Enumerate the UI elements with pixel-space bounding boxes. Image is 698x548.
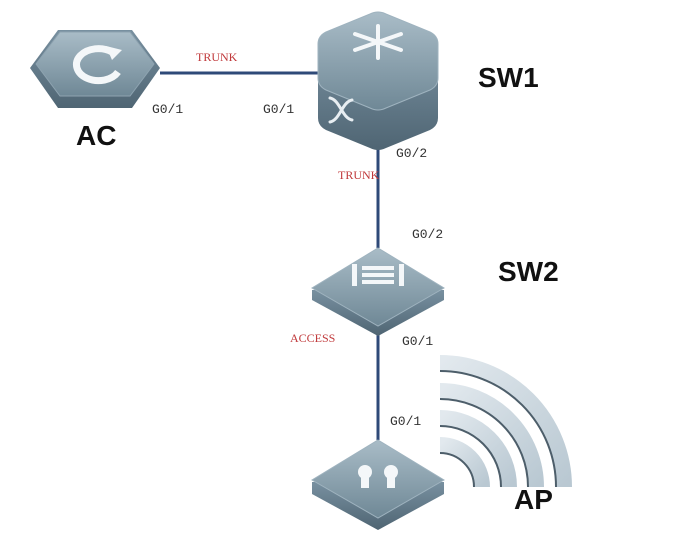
wifi-arc-1	[439, 437, 490, 488]
link-ac-sw1-mode: TRUNK	[196, 50, 238, 64]
ap-port-label: G0/1	[390, 414, 422, 429]
sw1-device[interactable]	[317, 11, 439, 150]
crossover-icon	[328, 96, 354, 124]
wifi-arc-3	[439, 383, 544, 488]
access-point-icon	[358, 465, 398, 488]
ac-device[interactable]	[30, 30, 160, 108]
ap-device[interactable]	[311, 439, 445, 530]
ap-label: AP	[514, 484, 553, 515]
access-switch-icon	[352, 264, 404, 286]
wifi-arc-2	[439, 410, 517, 488]
sw2-port-g02-label: G0/2	[412, 227, 444, 242]
ap-top	[311, 439, 445, 519]
sw1-top	[317, 11, 439, 111]
link-sw1-sw2-mode: TRUNK	[338, 168, 380, 182]
ac-hexagon-top	[35, 31, 155, 97]
sw1-port-g01-label: G0/1	[263, 102, 295, 117]
wifi-arc-4	[439, 355, 572, 488]
sw2-label: SW2	[498, 256, 559, 287]
sw1-port-g02-label: G0/2	[396, 146, 428, 161]
sw2-top	[311, 247, 445, 327]
link-sw2-ap-mode: ACCESS	[290, 331, 336, 345]
core-switch-icon	[353, 24, 403, 60]
sw2-port-g01-label: G0/1	[402, 334, 434, 349]
wifi-signal-icon	[439, 355, 572, 488]
sw1-label: SW1	[478, 62, 539, 93]
ac-label: AC	[76, 120, 117, 151]
wireless-controller-icon	[73, 45, 122, 85]
sw2-device[interactable]	[311, 247, 445, 336]
ac-port-label: G0/1	[152, 102, 184, 117]
